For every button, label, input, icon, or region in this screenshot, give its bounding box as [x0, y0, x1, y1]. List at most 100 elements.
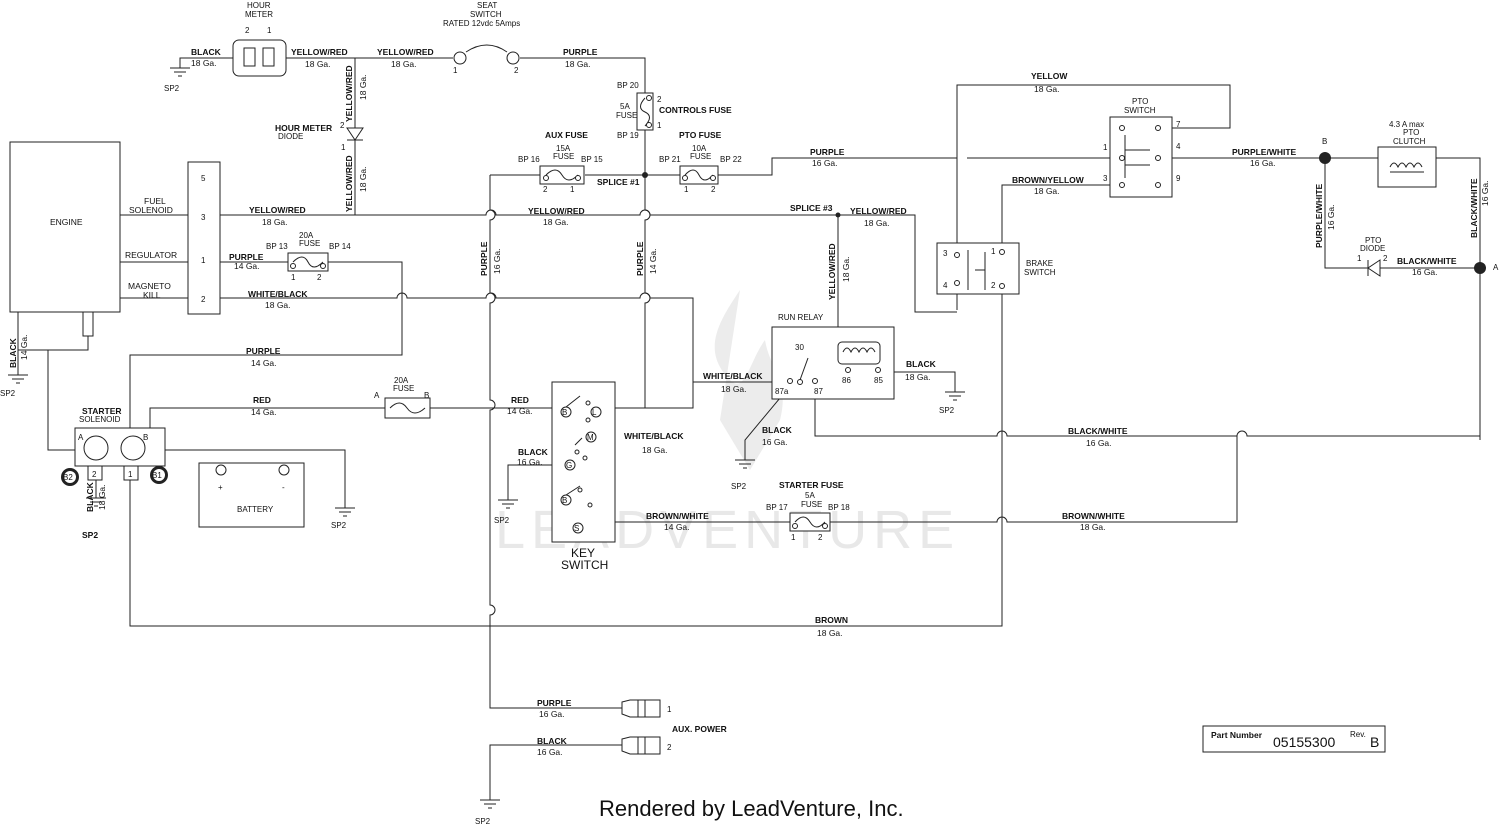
label: YELLOW/RED: [850, 206, 907, 216]
label: 18 Ga.: [262, 217, 288, 227]
label: SP2: [82, 530, 98, 540]
ground-icon: SP2: [939, 391, 965, 415]
label: 2: [667, 743, 672, 752]
label: BRAKE: [1026, 259, 1053, 268]
label: 2: [657, 95, 662, 104]
label: YELLOW/RED: [291, 47, 348, 57]
label: 18 Ga.: [642, 445, 668, 455]
label: A: [78, 433, 84, 442]
label: 5A: [620, 102, 630, 111]
label: RUN RELAY: [778, 313, 824, 322]
wire-black-white-long: [814, 385, 1480, 437]
label: 10A: [692, 144, 707, 153]
label: +: [218, 483, 223, 492]
label: KILL: [143, 290, 161, 300]
label: YELLOW/RED: [377, 47, 434, 57]
label: S: [574, 524, 579, 533]
label: BLACK/WHITE: [1397, 256, 1457, 266]
splice-1-dot: [642, 172, 648, 178]
brake-switch: BRAKE SWITCH 3 1 4 2: [936, 242, 1056, 295]
label: B: [1322, 137, 1327, 146]
label: 2: [514, 66, 519, 75]
label: 16 Ga.: [1412, 267, 1438, 277]
label: 86: [842, 376, 851, 385]
label: 16 Ga.: [537, 747, 563, 757]
label: 18 Ga.: [97, 484, 107, 510]
label: 18 Ga.: [265, 300, 291, 310]
pto-diode: PTO DIODE 1 2: [1357, 236, 1388, 277]
label: 87a: [775, 387, 789, 396]
label: 18 Ga.: [391, 59, 417, 69]
label: HOUR METER: [275, 123, 332, 133]
label: BP 18: [828, 503, 850, 512]
label: 1: [791, 533, 796, 542]
label: FUSE: [553, 152, 574, 161]
label: 18 Ga.: [543, 217, 569, 227]
splice-1-label: SPLICE #1: [597, 177, 640, 187]
label: BP 14: [329, 242, 351, 251]
wire-brake-3: [838, 214, 957, 313]
label: 05155300: [1273, 734, 1336, 750]
label: 3: [943, 249, 948, 258]
label: 14 Ga.: [664, 522, 690, 532]
label: BP 17: [766, 503, 788, 512]
label: 18 Ga.: [1034, 186, 1060, 196]
label: PURPLE: [229, 252, 264, 262]
label: BROWN/YELLOW: [1012, 175, 1085, 185]
wire-brown-yellow: [1001, 184, 1112, 240]
label: B: [562, 496, 567, 505]
hour-meter: HOUR METER 2 1: [232, 1, 287, 77]
label: PURPLE: [810, 147, 845, 157]
pto-fuse: PTO FUSE 10A FUSE BP 21 BP 22 1 2: [659, 130, 742, 194]
label: WHITE/BLACK: [248, 289, 308, 299]
label: 87: [814, 387, 823, 396]
label: SP2: [331, 521, 347, 530]
label: 18 Ga.: [565, 59, 591, 69]
label: SOLENOID: [79, 415, 121, 424]
label: 16 Ga.: [762, 437, 788, 447]
pto-clutch: 4.3 A max PTO CLUTCH: [1377, 120, 1437, 188]
label: 1: [267, 26, 272, 35]
ground-icon: SP2: [494, 499, 518, 525]
label-hm-black: BLACK: [191, 47, 222, 57]
label: BP 16: [518, 155, 540, 164]
wire-aux-black: [489, 744, 622, 800]
label: 1: [570, 185, 575, 194]
wire-brown-white: [590, 436, 1238, 523]
label: 3: [1103, 174, 1108, 183]
wire-relay-ground: [744, 379, 796, 460]
label: RED: [253, 395, 271, 405]
regulator-fuse: 20A FUSE BP 13 BP 14 1 2: [266, 231, 351, 282]
label: STARTER FUSE: [779, 480, 844, 490]
ground-icon: SP2: [731, 459, 755, 491]
label: 15A: [556, 144, 571, 153]
label: 2: [991, 281, 996, 290]
ground-icon: SP2: [475, 799, 500, 826]
label: Rev.: [1350, 730, 1366, 739]
wire-pto-diode: [1324, 158, 1480, 269]
label: 20A: [299, 231, 314, 240]
wire-aux-pto-line: [490, 157, 1112, 176]
label: BLACK: [8, 337, 18, 368]
label: FUSE: [801, 500, 822, 509]
label: A: [1493, 263, 1499, 272]
label: YELLOW/RED: [344, 65, 354, 122]
label: 18 Ga.: [864, 218, 890, 228]
key-switch: B L M G B S KEY SWITCH: [551, 381, 616, 572]
label: B: [143, 433, 148, 442]
label: 1: [201, 256, 206, 265]
ground-icon: SP2: [82, 497, 106, 540]
label: 18 Ga.: [841, 256, 851, 282]
label: 18 Ga.: [358, 166, 368, 192]
wire-brown: [129, 290, 1003, 627]
label: 18 Ga.: [1034, 84, 1060, 94]
label: B2: [63, 473, 73, 482]
label: PTO: [1403, 128, 1419, 137]
label: 16 Ga.: [539, 709, 565, 719]
label: 14 Ga.: [251, 358, 277, 368]
wire-purple-white: [1170, 157, 1481, 440]
label: 4.3 A max: [1389, 120, 1424, 129]
label: 18 Ga.: [817, 628, 843, 638]
label: 2: [340, 121, 345, 130]
